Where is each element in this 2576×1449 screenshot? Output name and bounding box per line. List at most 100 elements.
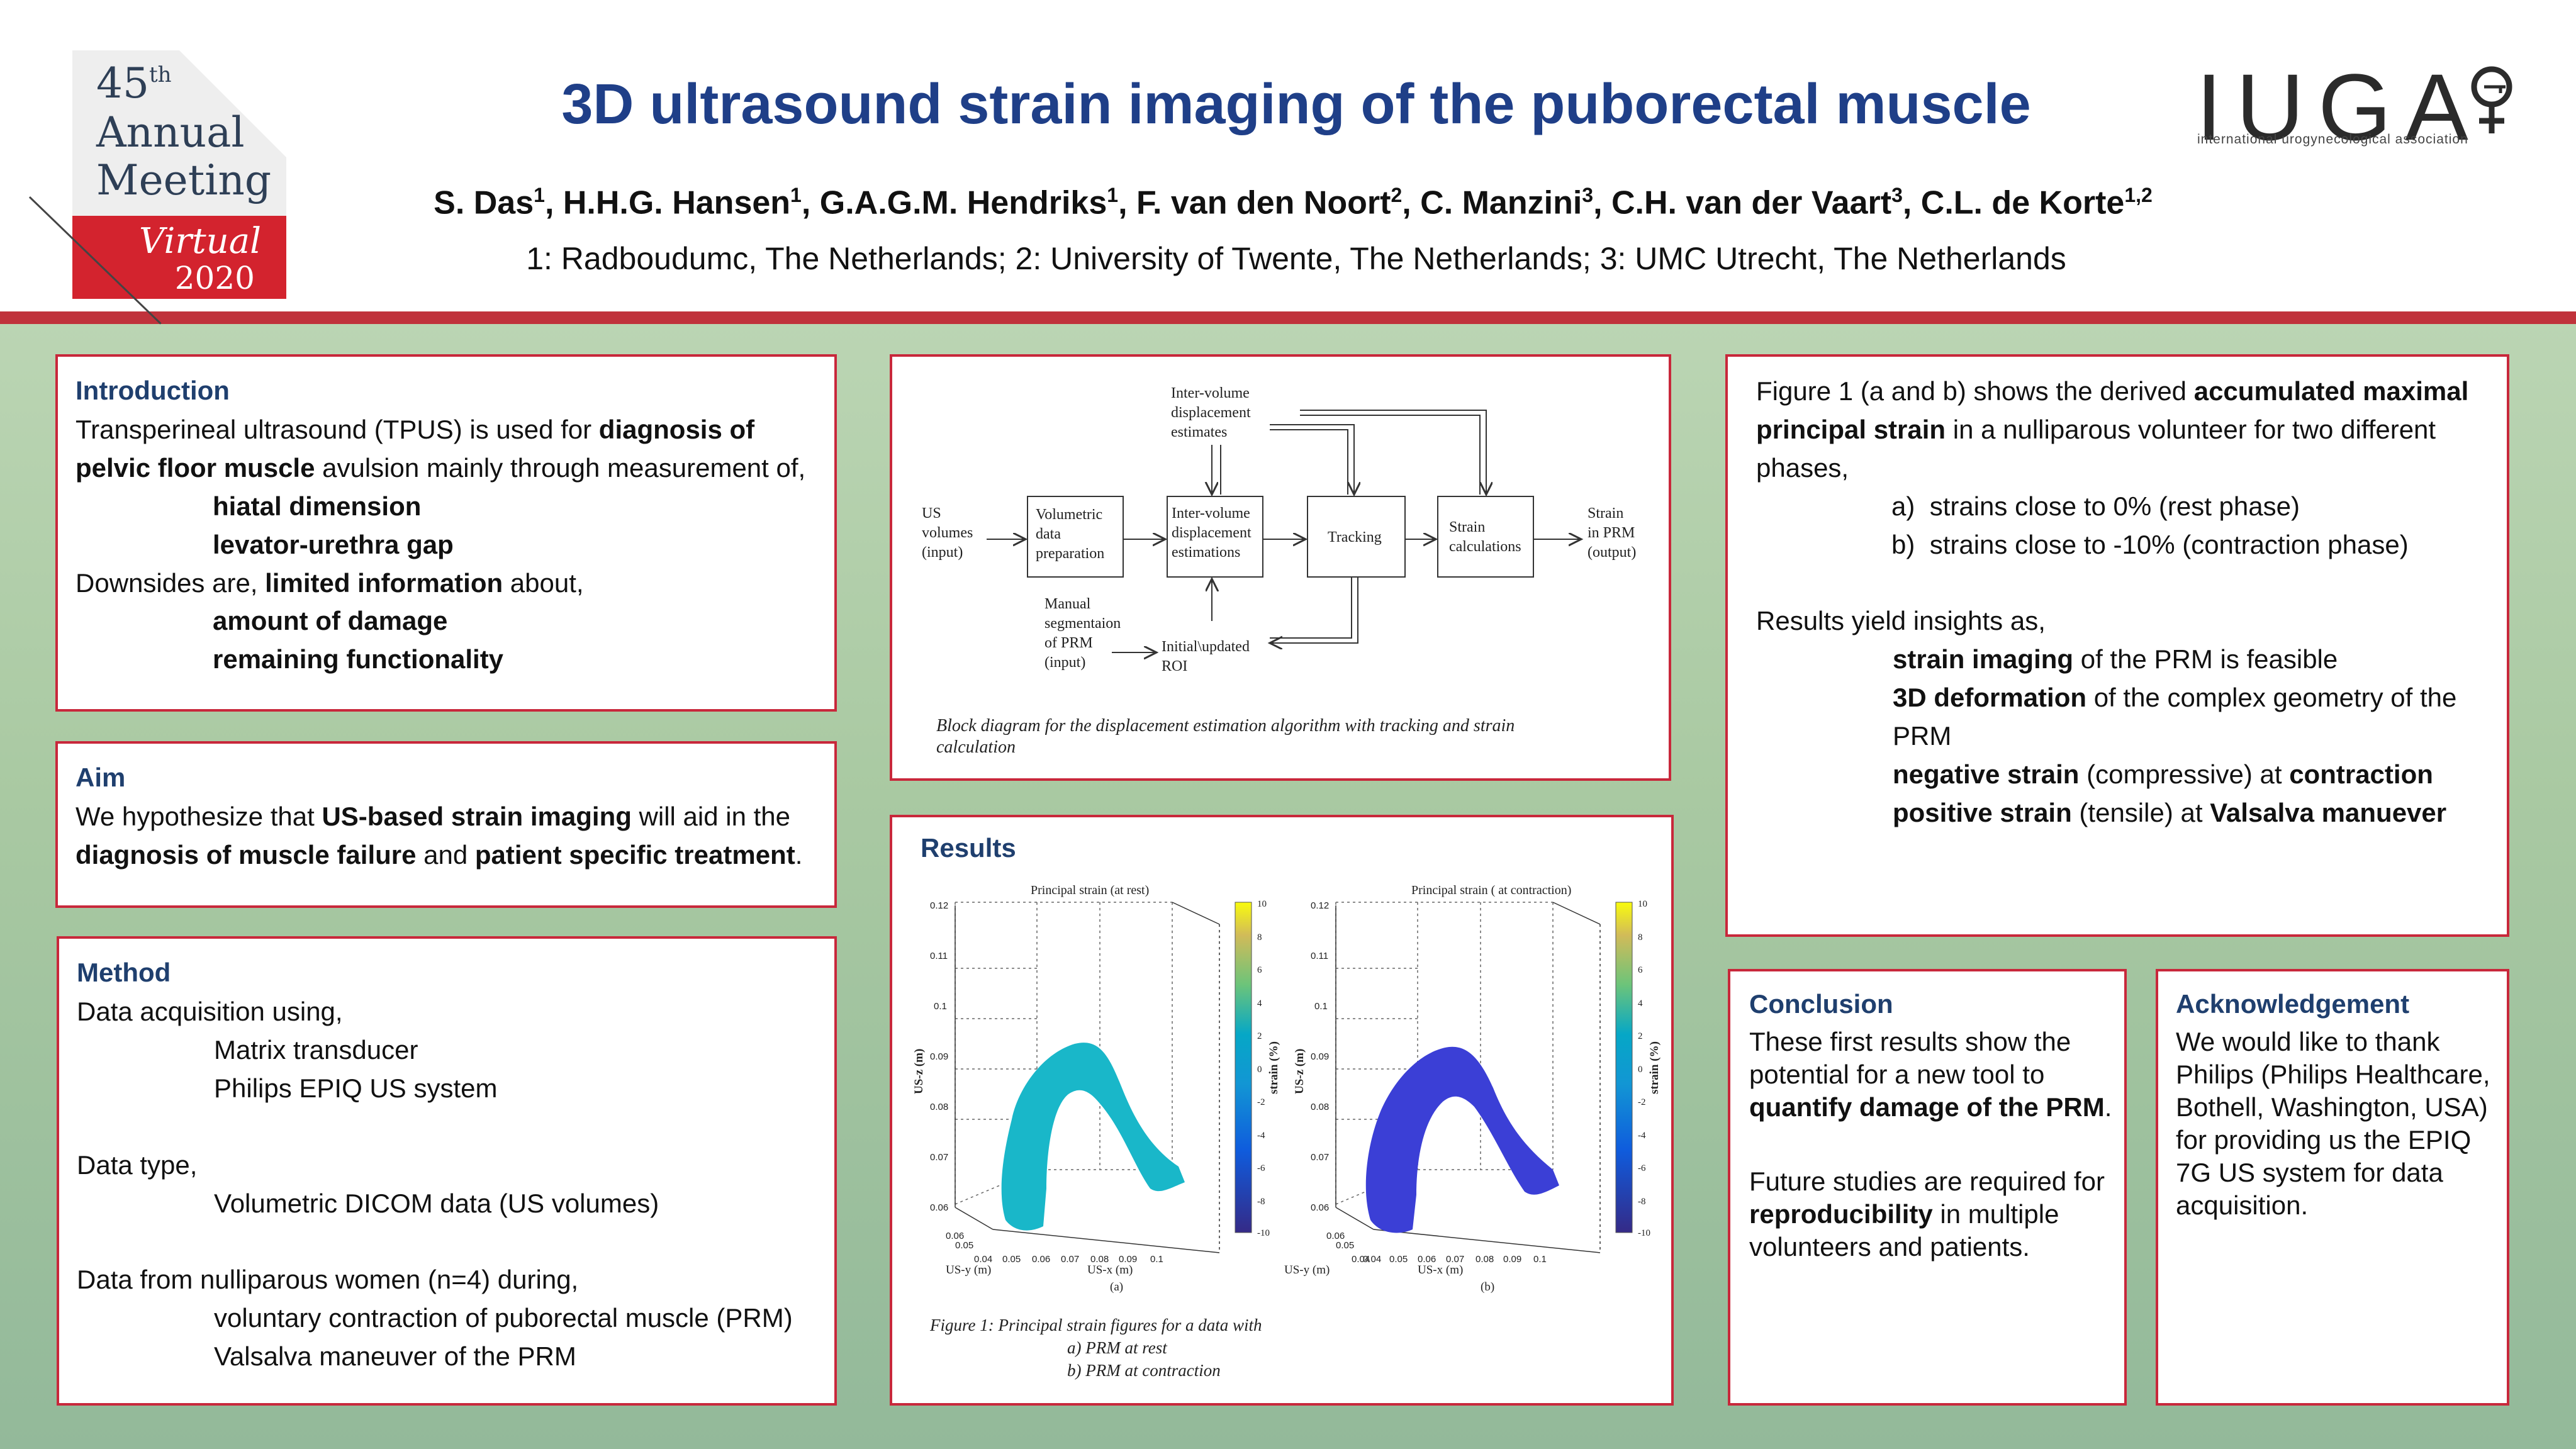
method-line: Volumetric DICOM data (US volumes) bbox=[214, 1188, 659, 1218]
x-axis-label: US-x (m) bbox=[1418, 1263, 1463, 1277]
svg-text:0.06: 0.06 bbox=[1032, 1254, 1050, 1265]
colorbar-rest bbox=[1235, 902, 1252, 1233]
svg-text:2: 2 bbox=[1638, 1031, 1643, 1041]
svg-text:0.04: 0.04 bbox=[974, 1254, 992, 1265]
diagram-caption: Block diagram for the displacement estim… bbox=[936, 716, 1515, 757]
section-heading: Results bbox=[921, 833, 1016, 863]
svg-text:0.08: 0.08 bbox=[1090, 1254, 1109, 1265]
section-heading: Introduction bbox=[76, 376, 230, 405]
svg-text:0.12: 0.12 bbox=[930, 900, 948, 911]
subfigure-label: (b) bbox=[1481, 1280, 1494, 1294]
svg-text:0.05: 0.05 bbox=[1389, 1254, 1408, 1265]
y-axis-label: US-y (m) bbox=[946, 1263, 991, 1277]
conclusion-paragraph: These first results show the potential f… bbox=[1749, 1027, 2112, 1122]
svg-text:0: 0 bbox=[1638, 1065, 1643, 1075]
svg-text:b) PRM at contraction: b) PRM at contraction bbox=[1067, 1361, 1221, 1380]
svg-text:-6: -6 bbox=[1257, 1163, 1265, 1173]
author-list: S. Das1, H.H.G. Hansen1, G.A.G.M. Hendri… bbox=[434, 184, 2153, 221]
conference-number: 45th bbox=[96, 59, 172, 108]
svg-text:10: 10 bbox=[1257, 899, 1267, 909]
method-section: Method Data acquisition using, Matrix tr… bbox=[57, 936, 837, 1406]
svg-text:-2: -2 bbox=[1638, 1097, 1646, 1107]
svg-text:0.04: 0.04 bbox=[1352, 1254, 1370, 1265]
svg-text:2: 2 bbox=[1257, 1031, 1262, 1041]
findings-paragraph: Results yield insights as, bbox=[1756, 606, 2046, 636]
intro-bullet: hiatal dimension bbox=[213, 491, 422, 521]
conclusion-section: Conclusion These first results show the … bbox=[1728, 969, 2127, 1406]
iuga-subtitle: international urogynecological associati… bbox=[2197, 132, 2468, 147]
svg-text:0.1: 0.1 bbox=[1150, 1254, 1163, 1265]
method-line: Matrix transducer bbox=[214, 1034, 418, 1065]
colorbar-label: strain (%) bbox=[1267, 1041, 1280, 1094]
svg-text:0.06: 0.06 bbox=[1311, 1202, 1329, 1213]
svg-text:-6: -6 bbox=[1638, 1163, 1646, 1173]
plot-title: Principal strain (at rest) bbox=[1031, 883, 1149, 897]
author: S. Das bbox=[434, 184, 534, 221]
findings-section: Figure 1 (a and b) shows the derived acc… bbox=[1725, 354, 2509, 937]
method-line: Valsalva maneuver of the PRM bbox=[214, 1341, 576, 1372]
svg-text:0.11: 0.11 bbox=[930, 951, 948, 961]
svg-text:0.09: 0.09 bbox=[1119, 1254, 1137, 1265]
diagram-strain-box bbox=[1437, 496, 1534, 578]
svg-text:-4: -4 bbox=[1638, 1131, 1646, 1141]
aim-section: Aim We hypothesize that US-based strain … bbox=[55, 741, 837, 908]
svg-text:-10: -10 bbox=[1257, 1228, 1270, 1238]
svg-text:6: 6 bbox=[1638, 965, 1643, 975]
strain-figure: Principal strain (at rest) bbox=[912, 883, 1661, 1380]
svg-text:-8: -8 bbox=[1257, 1197, 1265, 1207]
conference-logo: 45th Annual Meeting Virtual 2020 bbox=[72, 50, 286, 299]
acknowledgement-text: We would like to thank Philips (Philips … bbox=[2176, 1027, 2490, 1221]
svg-text:4: 4 bbox=[1257, 999, 1262, 1009]
svg-text:6: 6 bbox=[1257, 965, 1262, 975]
svg-text:0.05: 0.05 bbox=[955, 1240, 973, 1251]
svg-text:-8: -8 bbox=[1638, 1197, 1646, 1207]
svg-text:0.08: 0.08 bbox=[1476, 1254, 1494, 1265]
svg-text:0.05: 0.05 bbox=[1002, 1254, 1021, 1265]
introduction-section: Introduction Transperineal ultrasound (T… bbox=[55, 354, 837, 712]
header-divider bbox=[0, 311, 2576, 324]
svg-text:0.09: 0.09 bbox=[930, 1051, 948, 1062]
author: C. Manzini bbox=[1420, 184, 1582, 221]
section-heading: Conclusion bbox=[1749, 989, 1893, 1019]
conference-line-meeting: Meeting bbox=[96, 156, 272, 204]
findings-insight: strain imaging of the PRM is feasible bbox=[1893, 644, 2338, 674]
aim-paragraph: We hypothesize that US-based strain imag… bbox=[76, 802, 803, 870]
method-line: voluntary contraction of puborectal musc… bbox=[214, 1303, 793, 1333]
author: H.H.G. Hansen bbox=[563, 184, 791, 221]
poster-title: 3D ultrasound strain imaging of the pubo… bbox=[561, 73, 2031, 136]
plot-contraction: Principal strain ( at contraction) bbox=[1284, 883, 1661, 1294]
svg-text:4: 4 bbox=[1638, 999, 1643, 1009]
section-heading: Aim bbox=[76, 763, 126, 792]
conference-year: 2020 bbox=[174, 260, 255, 296]
svg-text:a) PRM at rest: a) PRM at rest bbox=[1067, 1338, 1168, 1357]
findings-item: b) strains close to -10% (contraction ph… bbox=[1891, 529, 2409, 559]
svg-text:0.04: 0.04 bbox=[1363, 1254, 1381, 1265]
female-symbol-icon bbox=[2471, 66, 2512, 133]
svg-text:-2: -2 bbox=[1257, 1097, 1265, 1107]
z-tick-labels: 0.12 0.11 0.1 0.09 0.08 0.07 0.06 0.06 0… bbox=[1311, 900, 1547, 1265]
affiliations: 1: Radboudumc, The Netherlands; 2: Unive… bbox=[526, 241, 2066, 276]
svg-text:0.09: 0.09 bbox=[1311, 1051, 1329, 1062]
svg-text:10: 10 bbox=[1638, 899, 1647, 909]
section-heading: Method bbox=[77, 958, 171, 987]
svg-text:0.1: 0.1 bbox=[1314, 1001, 1328, 1012]
findings-item: a) strains close to 0% (rest phase) bbox=[1891, 491, 2300, 521]
svg-text:0.07: 0.07 bbox=[930, 1152, 948, 1163]
svg-text:0.06: 0.06 bbox=[946, 1231, 964, 1241]
svg-text:-4: -4 bbox=[1257, 1131, 1265, 1141]
diagram-displacement-box bbox=[1167, 496, 1263, 578]
intro-bullet: amount of damage bbox=[213, 606, 448, 636]
conference-virtual: Virtual bbox=[138, 221, 261, 262]
svg-text:0.06: 0.06 bbox=[1326, 1231, 1345, 1241]
svg-text:-10: -10 bbox=[1638, 1228, 1650, 1238]
colorbar-label: strain (%) bbox=[1648, 1041, 1661, 1094]
conclusion-paragraph: Future studies are required for reproduc… bbox=[1749, 1166, 2105, 1262]
svg-text:0.1: 0.1 bbox=[1533, 1254, 1547, 1265]
poster-header bbox=[0, 0, 2576, 311]
